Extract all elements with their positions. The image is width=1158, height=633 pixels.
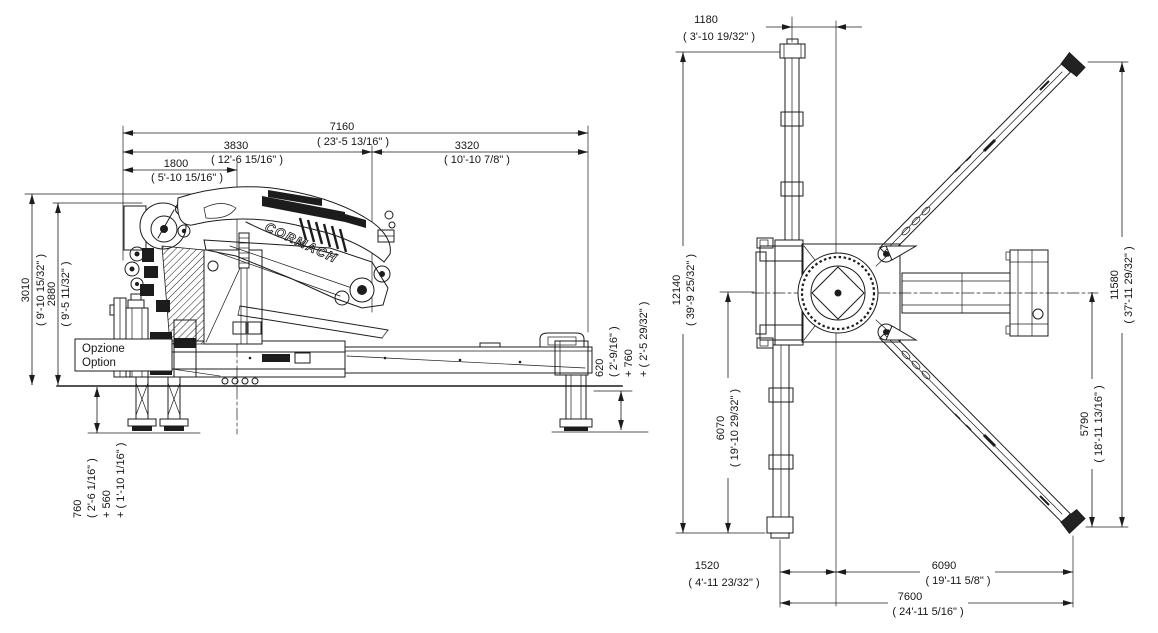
dim-right-stab-drop-plus-mm: + 760 [623,349,635,377]
upper-diagonal-stabilizer [878,51,1086,261]
dim-crane-section-ftin: ( 12'-6 15/16" ) [211,154,283,166]
dim-overall-length-ftin: ( 23'-5 13/16" ) [317,136,389,148]
dim-beam-section-mm: 3320 [455,140,479,152]
dim-beam-offset: 1520 ( 4'-11 23/32" ) [688,560,836,589]
chassis-and-beam [129,340,593,385]
dim-beam-offset-ftin: ( 4'-11 23/32" ) [688,577,759,589]
dim-beam-reach-ftin: ( 19'-11 5/8" ) [925,575,990,587]
dim-stowed-height: 2880 ( 9'-5 11/32" ) [46,203,72,385]
dim-overall-length-mm: 7160 [330,121,354,133]
lower-stabilizer-pad [1060,509,1086,535]
dim-beam-span-mm: 7600 [898,591,922,603]
option-callout: Opzione Option [74,338,221,377]
dim-left-stab-drop-mm: 760 [72,500,84,518]
dim-beam-reach-mm: 6090 [932,560,956,572]
dim-beam-span-ftin: ( 24'-11 5/16" ) [892,606,963,618]
dim-front-section: 1800 ( 5'-10 15/16" ) [123,158,237,184]
dim-front-section-ftin: ( 5'-10 15/16" ) [151,172,223,184]
dim-right-stab-drop: 620 ( 2'-9/16" ) + 760 + ( 2'-5 29/32" ) [594,302,650,430]
dim-stab-half-span-vertical-ftin: ( 19'-10 29/32" ) [729,389,741,467]
dim-beam-section-ftin: ( 10'-10 7/8" ) [444,154,510,166]
gear-ring [800,255,876,331]
dim-stab-half-span-diagonal-mm: 5790 [1079,412,1091,436]
crane-top-view: 1180 ( 3'-10 19/32" ) 12140 ( 39'-9 25/3… [671,14,1135,618]
dim-stab-span-diagonal-mm: 11580 [1109,270,1121,300]
dim-beam-section: 3320 ( 10'-10 7/8" ) [372,140,588,166]
dim-column-offset: 1180 ( 3'-10 19/32" ) [683,14,862,43]
crane-column-and-winch [109,202,263,378]
right-stabilizer-leg [539,332,593,431]
dim-right-stab-drop-plus-ftin: + ( 2'-5 29/32" ) [638,302,650,377]
dim-stowed-height-mm: 2880 [46,282,58,306]
dim-overall-length: 7160 ( 23'-5 13/16" ) [123,121,588,148]
lower-diagonal-stabilizer [878,325,1086,535]
dim-left-stab-drop-ftin: ( 2'-6 1/16" ) [86,458,98,518]
dim-crane-section: 3830 ( 12'-6 15/16" ) [123,140,372,166]
dim-left-stab-drop: 760 ( 2'-6 1/16" ) + 560 + ( 1'-10 1/16"… [72,387,127,518]
vertical-stabilizer-beam [766,38,806,539]
dim-front-section-mm: 1800 [164,158,188,170]
crane-side-view: CORMACH Opzione Option [20,121,650,518]
dim-stab-half-span-diagonal-ftin: ( 18'-11 13/16" ) [1093,385,1105,462]
dim-beam-reach: 6090 ( 19'-11 5/8" ) [836,560,1073,587]
dim-column-offset-mm: 1180 [694,14,718,26]
frame-bracket [755,237,803,349]
dim-max-height-ftin: ( 9'-10 15/32" ) [35,254,47,326]
turret-slewing-ring [755,237,901,349]
column-hatched-plate [161,245,205,345]
dim-left-stab-drop-plus-ftin: + ( 1'-10 1/16" ) [115,443,127,518]
dim-stab-span-diagonal-ftin: ( 37'-11 29/32" ) [1123,246,1135,323]
jib-hatch-bars [298,217,348,253]
dim-right-stab-drop-ftin: ( 2'-9/16" ) [608,326,620,377]
dim-stab-span-vertical-mm: 12140 [671,275,683,306]
dim-stab-half-span-vertical-mm: 6070 [715,416,727,440]
dim-stab-span-vertical: 12140 ( 39'-9 25/32" ) [671,52,697,533]
horizontal-crane-beam [901,249,1049,337]
dim-left-stab-drop-plus-mm: + 560 [101,490,113,518]
dim-max-height-mm: 3010 [20,278,32,302]
option-label-en: Option [82,357,116,369]
dim-max-height: 3010 ( 9'-10 15/32" ) [20,194,47,385]
dim-right-stab-drop-mm: 620 [594,359,606,377]
dim-column-offset-ftin: ( 3'-10 19/32" ) [683,31,755,43]
dim-stab-span-diagonal: 11580 ( 37'-11 29/32" ) [1109,62,1135,527]
dim-stab-span-vertical-ftin: ( 39'-9 25/32" ) [685,254,697,326]
upper-stabilizer-pad [1060,51,1086,77]
dim-stab-half-span-diagonal: 5790 ( 18'-11 13/16" ) [1079,292,1105,527]
side-view-extension-lines [24,125,649,435]
dim-stowed-height-ftin: ( 9'-5 11/32" ) [60,261,72,326]
dim-beam-span: 7600 ( 24'-11 5/16" ) [780,591,1073,618]
dim-crane-section-mm: 3830 [224,140,248,152]
dim-stab-half-span-vertical: 6070 ( 19'-10 29/32" ) [715,292,741,533]
option-label-it: Opzione [82,343,125,355]
dim-beam-offset-mm: 1520 [695,560,719,572]
